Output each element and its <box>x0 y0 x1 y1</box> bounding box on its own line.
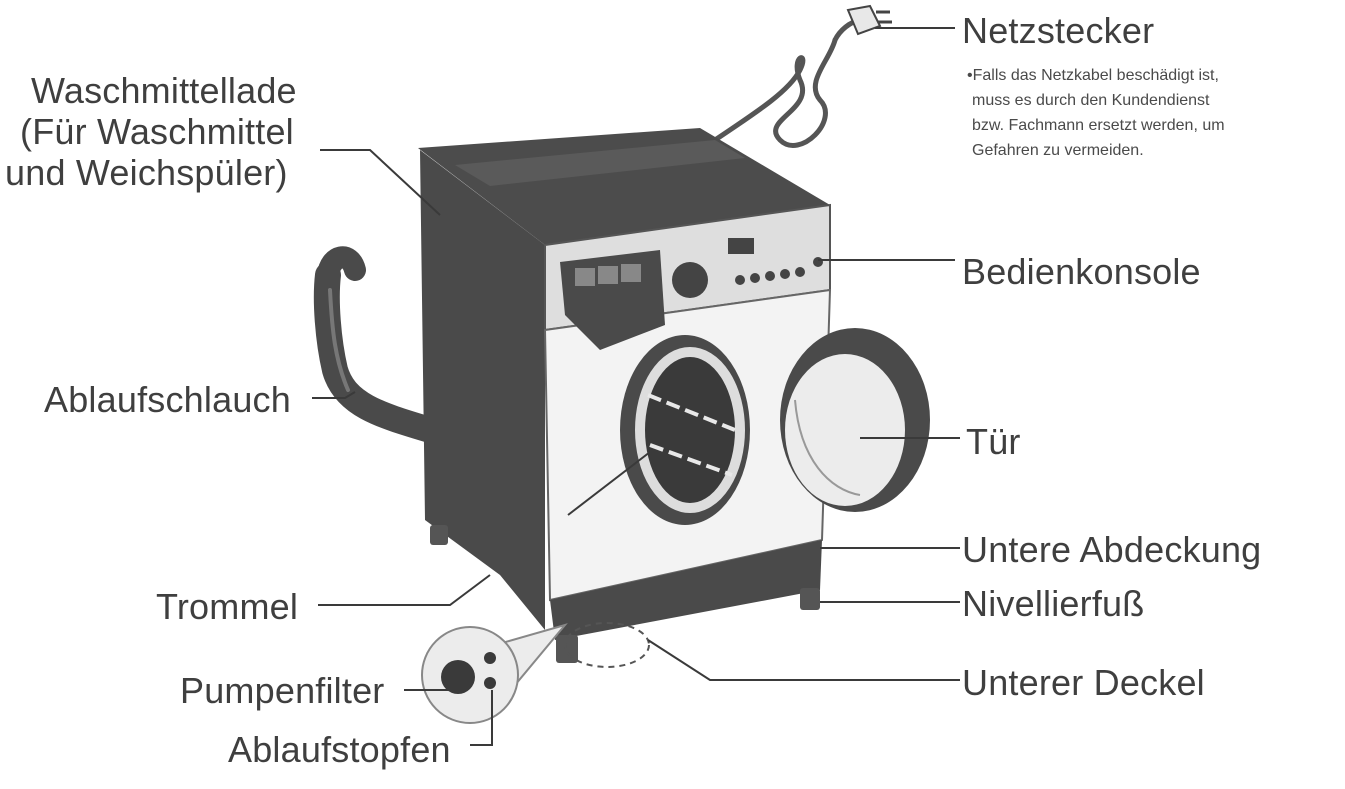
label-untere-abdeckung: Untere Abdeckung <box>962 529 1262 570</box>
label-nivellierfuss: Nivellierfuß <box>962 583 1145 624</box>
note-netzstecker-2: muss es durch den Kundendienst <box>972 92 1210 109</box>
pump-filter-icon <box>441 660 475 694</box>
label-waschmittellade-2: (Für Waschmittel <box>20 111 294 152</box>
pump-filter-inset <box>421 622 650 724</box>
label-waschmittellade-3: und Weichspüler) <box>5 152 288 193</box>
levelling-foot <box>800 588 820 610</box>
machine-side-panel <box>420 150 545 630</box>
drum-porthole <box>620 335 750 525</box>
label-bedienkonsole: Bedienkonsole <box>962 251 1201 292</box>
display <box>728 238 754 254</box>
label-tuer: Tür <box>966 421 1021 462</box>
note-netzstecker-3: bzw. Fachmann ersetzt werden, um <box>972 117 1225 134</box>
drain-plug-icon <box>484 677 496 689</box>
bottom-cover <box>550 540 822 640</box>
label-netzstecker: Netzstecker <box>962 10 1155 51</box>
note-netzstecker-4: Gefahren zu vermeiden. <box>972 142 1144 159</box>
note-netzstecker-1: •Falls das Netzkabel beschädigt ist, <box>967 67 1219 84</box>
program-knob <box>672 262 708 298</box>
label-ablaufstopfen: Ablaufstopfen <box>228 729 451 770</box>
detergent-drawer <box>560 250 665 350</box>
door <box>780 328 930 512</box>
foot-front-left <box>556 635 578 663</box>
power-plug <box>846 4 892 36</box>
label-waschmittellade-1: Waschmittellade <box>31 70 297 111</box>
label-ablaufschlauch: Ablaufschlauch <box>44 379 291 420</box>
leader-lines <box>312 27 960 746</box>
label-unterer-deckel: Unterer Deckel <box>962 662 1205 703</box>
label-pumpenfilter: Pumpenfilter <box>180 670 385 711</box>
label-trommel: Trommel <box>156 586 299 627</box>
drain-hose <box>313 246 443 443</box>
power-cord <box>712 17 863 148</box>
